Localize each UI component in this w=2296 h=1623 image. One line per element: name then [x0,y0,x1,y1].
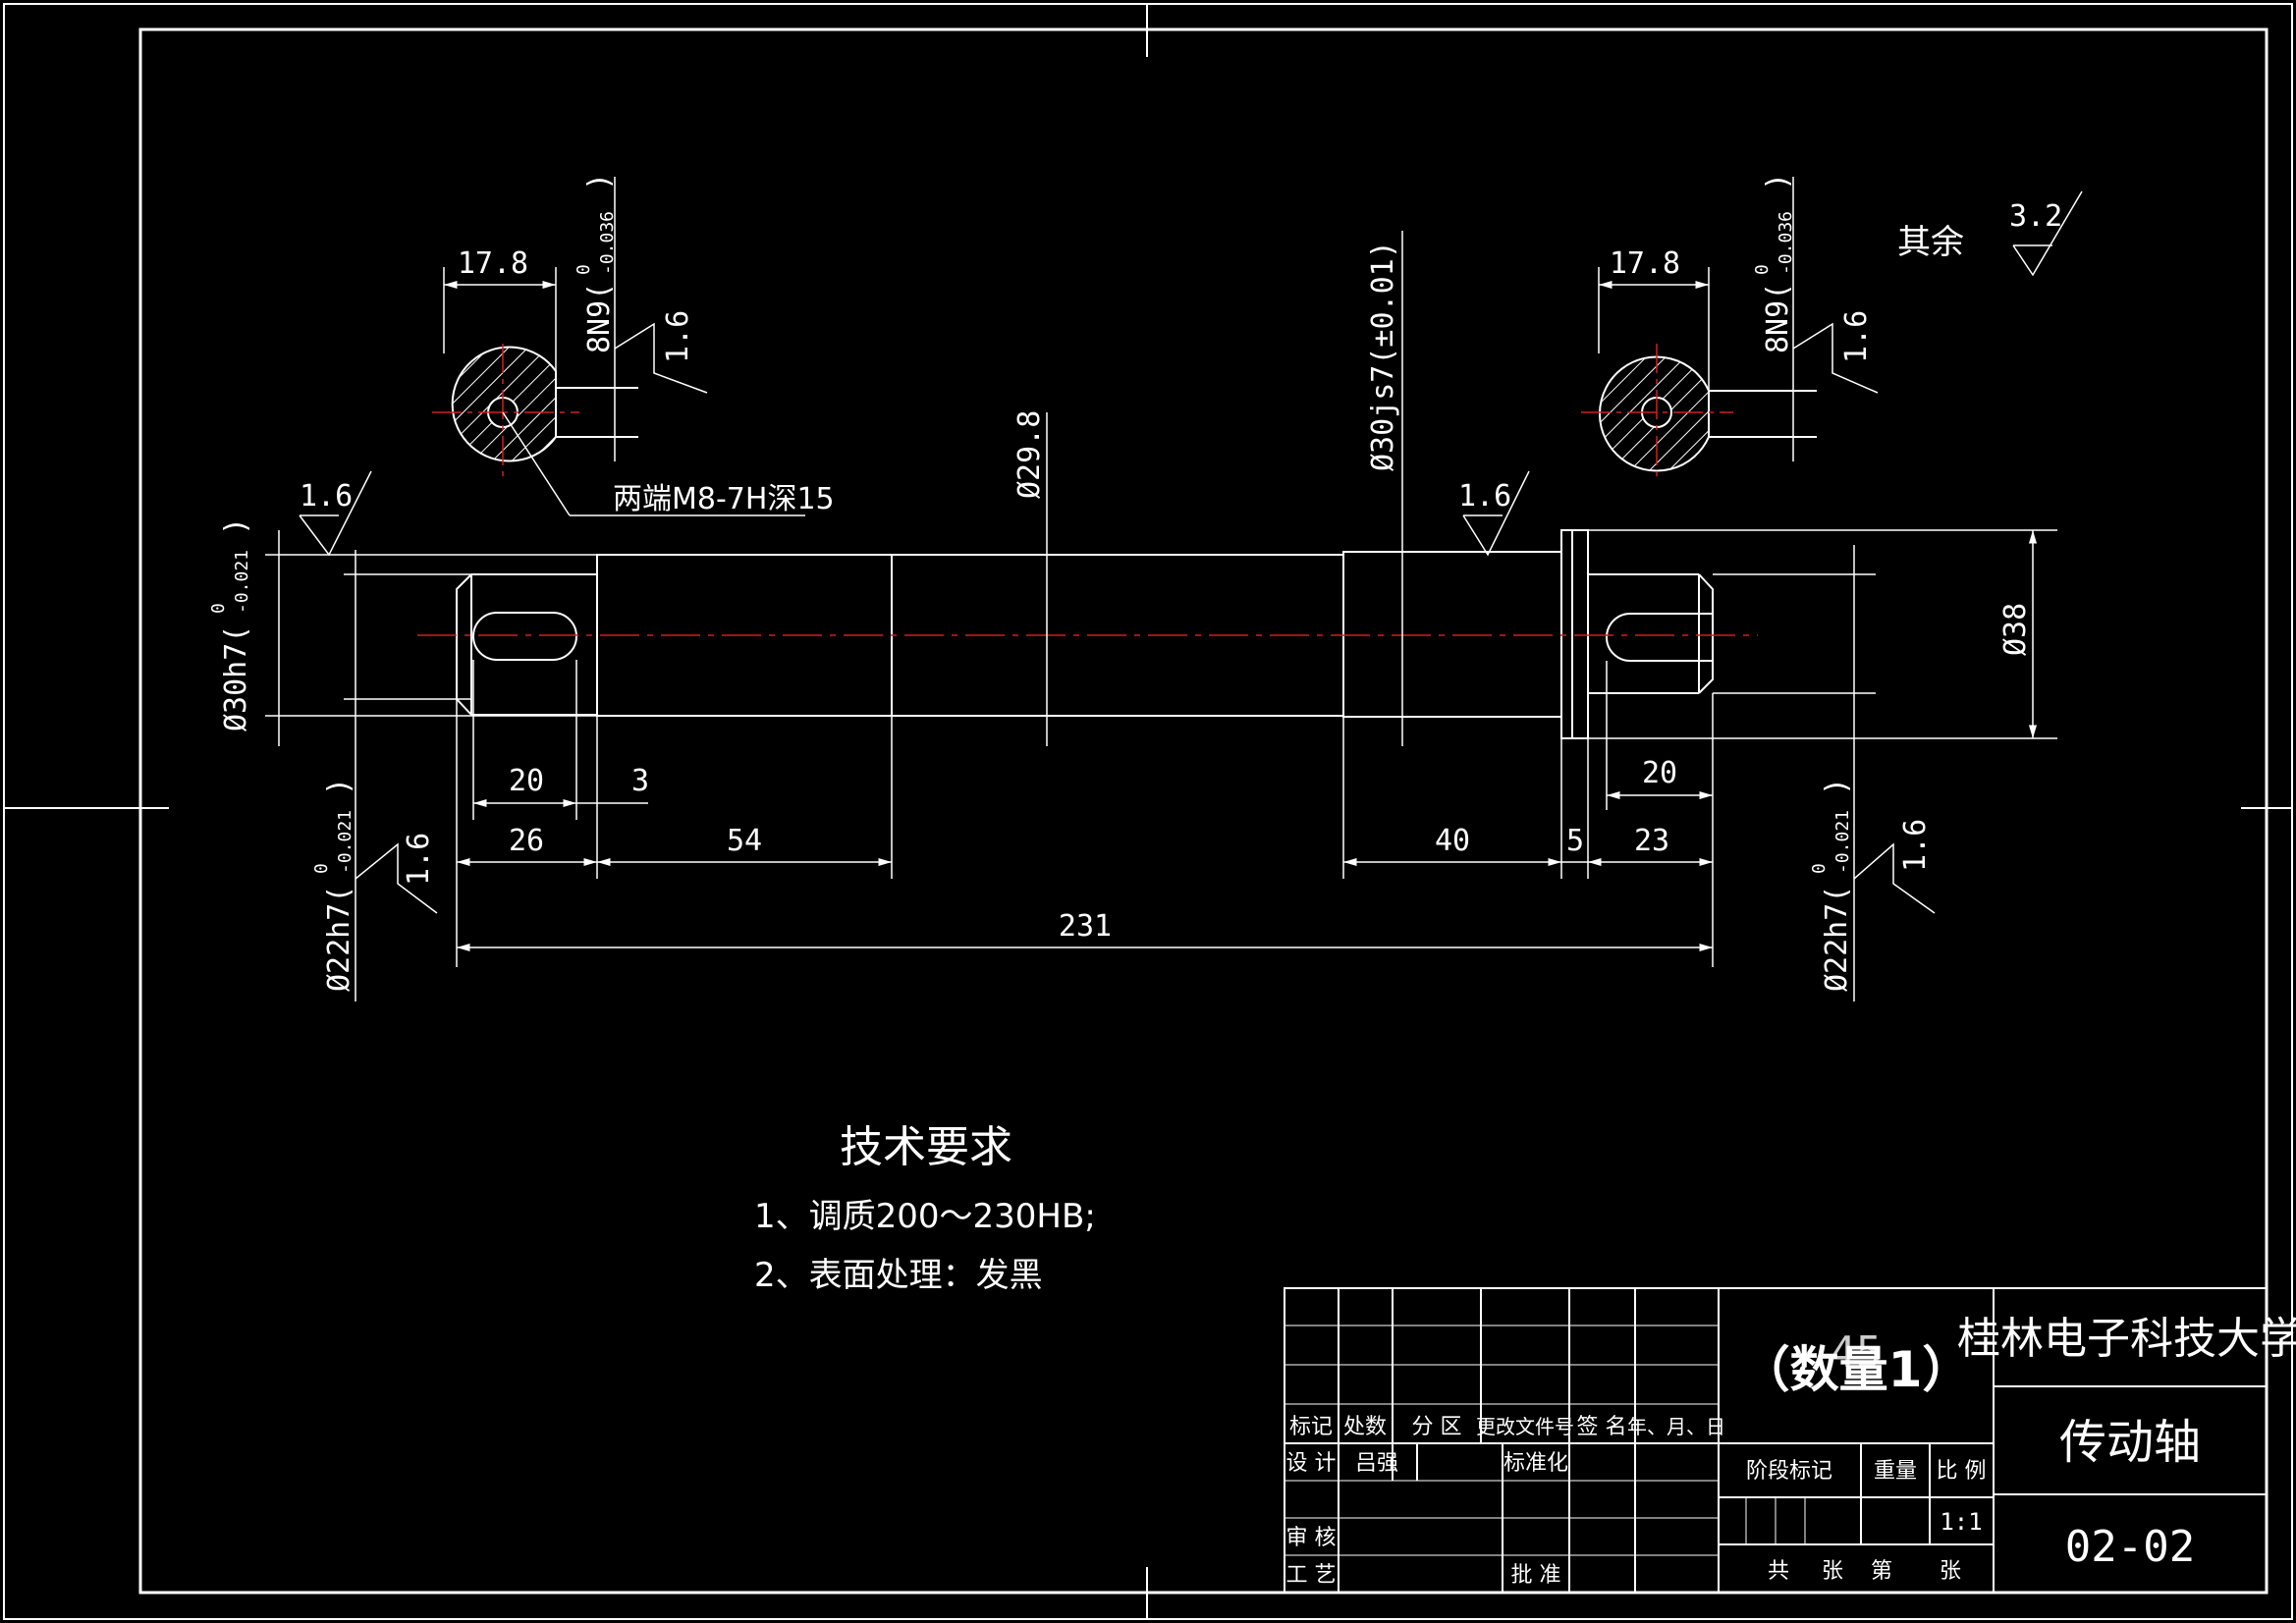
left-end-diameter: Ø22h7( [322,886,356,992]
left-journal-diameter: Ø30h7( [219,625,253,731]
right-slot-tol-lower: -0.036 [1776,211,1796,275]
dim-left-gap: 3 [631,764,649,798]
general-roughness-label: 其余 [1897,223,1964,262]
hdr-date: 年、月、日 [1627,1415,1725,1438]
right-end-diameter: Ø22h7( [1820,886,1854,992]
title-block [1284,1287,2268,1594]
weight-label: 重量 [1874,1459,1917,1484]
length-dimensions [456,660,1714,967]
hdr-mark: 标记 [1289,1415,1333,1439]
hdr-change-doc: 更改文件号 [1476,1415,1574,1438]
dim-right-end: 23 [1634,824,1669,858]
left-slot-roughness: 1.6 [661,310,695,363]
right-slot-roughness: 1.6 [1839,310,1874,363]
dim-left-key: 20 [509,764,544,798]
tech-req-item-2: 2、表面处理：发黑 [754,1256,1043,1295]
general-roughness: 其余 3.2 [1897,190,2083,277]
general-roughness-value: 3.2 [2009,199,2062,234]
surface-roughness-marks [299,470,1936,914]
left-slot-tol-lower: -0.036 [597,211,618,275]
drawing-number: 02-02 [2065,1522,2195,1572]
review-label: 审 核 [1286,1526,1337,1550]
tech-req-item-1: 1、调质200～230HB; [754,1197,1096,1236]
sheet-num-unit: 张 [1940,1559,1961,1584]
approve-label: 批 准 [1511,1563,1561,1588]
left-key-width-dim: 17.8 [458,246,528,281]
process-label: 工 艺 [1286,1563,1337,1588]
dim-left-end: 26 [509,824,544,858]
shaft-outline [456,529,1714,739]
left-slot-tol-upper: 0 [574,264,594,275]
section-view-left: 17.8 两端M8-7H深15 8N9( 0 -0.036 ) 1.6 [432,173,835,516]
right-end-roughness: 1.6 [1898,819,1933,872]
hdr-count: 处数 [1343,1415,1387,1439]
left-journal-tol-upper: 0 [208,603,229,614]
dim-right-key: 20 [1642,756,1677,790]
hdr-signature: 签 名 [1577,1415,1627,1439]
middle-diameter: Ø29.8 [1012,410,1047,499]
school-name: 桂林电子科技大学 [1957,1314,2296,1364]
right-key-width-dim: 17.8 [1610,246,1680,281]
right-top-roughness: 1.6 [1458,479,1511,514]
right-end-tol-upper: 0 [1809,863,1830,874]
left-end-tol-close: ) [322,778,356,795]
left-journal-tol-lower: -0.021 [232,550,252,614]
dim-total: 231 [1059,909,1112,944]
part-name: 传动轴 [2059,1415,2201,1470]
left-end-tol-upper: 0 [311,863,332,874]
tapped-hole-note: 两端M8-7H深15 [613,482,835,516]
sheet-total-label: 共 [1768,1559,1789,1584]
right-journal-diameter: Ø30js7(±0.01) [1366,241,1400,471]
scale-label: 比 例 [1937,1459,1987,1484]
quantity: （数量1） [1741,1341,1972,1398]
sheet-total-unit: 张 [1822,1559,1843,1584]
left-slot-tol-main: 8N9( [582,283,617,353]
left-end-roughness: 1.6 [402,833,436,886]
material: 45 [1831,1327,1883,1378]
collar-diameter: Ø38 [1998,603,2033,656]
right-end-tol-close: ) [1820,778,1854,795]
sheet-num-label: 第 [1871,1559,1892,1584]
sheet-frame [3,3,2293,1620]
hdr-zone: 分 区 [1412,1415,1462,1439]
left-end-tol-lower: -0.021 [335,810,355,874]
right-slot-tol-close: ) [1761,173,1795,190]
left-journal-tol-close: ) [219,517,253,535]
left-top-roughness: 1.6 [300,479,353,514]
dim-collar: 5 [1566,824,1584,858]
diameter-dimensions [265,231,2057,1001]
design-label: 设 计 [1286,1451,1337,1476]
left-slot-tol-close: ) [582,173,617,190]
dim-right-journal: 40 [1435,824,1470,858]
section-view-right: 17.8 8N9( 0 -0.036 ) 1.6 [1581,173,1879,481]
right-slot-tol-main: 8N9( [1761,283,1795,353]
tech-req-title: 技术要求 [840,1122,1012,1172]
right-end-tol-lower: -0.021 [1832,810,1853,874]
scale-value: 1:1 [1940,1508,1982,1536]
tech-requirements: 技术要求 1、调质200～230HB; 2、表面处理：发黑 [754,1122,1096,1295]
right-slot-tol-upper: 0 [1752,264,1773,275]
standardization-label: 标准化 [1503,1451,1568,1476]
dim-left-journal: 54 [727,824,762,858]
designer-name: 吕强 [1355,1451,1398,1476]
stage-mark-label: 阶段标记 [1746,1459,1832,1484]
